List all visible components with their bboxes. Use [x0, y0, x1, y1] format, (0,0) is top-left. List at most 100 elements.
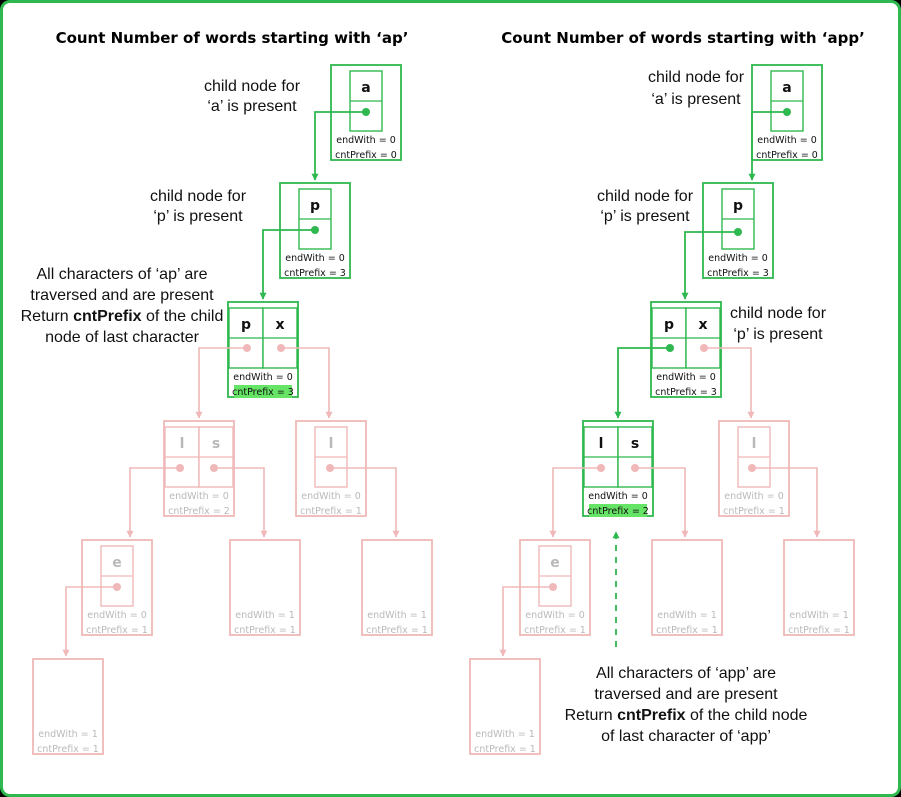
trie-node-box [32, 658, 104, 755]
pointer-dot [700, 344, 708, 352]
end-with-label: endWith = 0 [285, 253, 345, 264]
annotation-line: ‘a’ is present [207, 98, 297, 115]
pointer-dot [243, 344, 251, 352]
end-with-label: endWith = 0 [757, 135, 817, 146]
annotation-line: Return cntPrefix of the child node [565, 707, 808, 724]
child-pointer-arrow [752, 467, 821, 538]
annotation-line: child node for [150, 188, 247, 205]
annotation-line: traversed and are present [30, 287, 214, 304]
child-char: x [698, 317, 707, 333]
child-pointer-arrow [635, 467, 689, 538]
annotation-line: ‘p’ is present [153, 208, 243, 225]
right-annotation-0: child node for ‘a’ is present [648, 69, 745, 108]
child-pointer-arrow [214, 467, 268, 538]
end-with-label: endWith = 0 [301, 491, 361, 502]
cnt-prefix-label: cntPrefix = 1 [37, 744, 99, 755]
annotation-line: node of last character [45, 329, 200, 346]
pointer-dot [326, 464, 334, 472]
left-annotation-1: child node for ‘p’ is present [150, 188, 247, 225]
diagram-title: Count Number of words starting with ‘app… [501, 29, 865, 47]
cnt-prefix-label: cntPrefix = 1 [788, 625, 850, 636]
cnt-prefix-label: cntPrefix = 3 [284, 268, 346, 279]
child-char: p [664, 317, 674, 333]
pointer-dot [210, 464, 218, 472]
child-char: x [275, 317, 284, 333]
annotation-line: child node for [597, 188, 694, 205]
trie-node-box [469, 658, 541, 755]
pointer-dot [277, 344, 285, 352]
end-with-label: endWith = 0 [525, 610, 585, 621]
child-char: l [180, 436, 185, 452]
child-pointer-arrow [281, 347, 333, 419]
child-char: p [733, 198, 743, 214]
child-char: s [212, 436, 220, 452]
child-pointer-arrow [614, 347, 670, 419]
trie-node-box [361, 539, 433, 636]
annotation-line: child node for [204, 78, 301, 95]
annotation-line: child node for [648, 69, 745, 86]
annotation-line: ‘a’ is present [651, 91, 741, 108]
end-with-label: endWith = 1 [367, 610, 427, 621]
cnt-prefix-label: cntPrefix = 1 [474, 744, 536, 755]
right-annotation-2: child node for‘p’ is present [730, 305, 827, 343]
child-char: s [631, 436, 639, 452]
pointer-dot [176, 464, 184, 472]
diagram-title: Count Number of words starting with ‘ap’ [56, 29, 409, 47]
cnt-prefix-label: cntPrefix = 3 [707, 268, 769, 279]
child-pointer-arrow [499, 586, 553, 657]
end-with-label: endWith = 0 [656, 372, 716, 383]
end-with-label: endWith = 1 [789, 610, 849, 621]
pointer-dot [549, 583, 557, 591]
pointer-dot [597, 464, 605, 472]
annotation-line: ‘p’ is present [733, 326, 823, 343]
child-pointer-arrow [549, 467, 601, 538]
pointer-dot [748, 464, 756, 472]
child-char: p [310, 198, 320, 214]
pointer-dot [783, 108, 791, 116]
child-char: a [782, 80, 791, 96]
end-with-label: endWith = 1 [657, 610, 717, 621]
end-with-label: endWith = 0 [87, 610, 147, 621]
right-trie-node-2: p x endWith = 0 cntPrefix = 3 [650, 301, 722, 398]
annotation-line: of last character of ‘app’ [601, 728, 771, 745]
end-with-label: endWith = 0 [708, 253, 768, 264]
cnt-prefix-label: cntPrefix = 1 [86, 625, 148, 636]
annotation-line: All characters of ‘ap’ are [36, 266, 207, 283]
child-char: e [112, 555, 122, 571]
highlight-marker [234, 385, 292, 398]
pointer-dot [631, 464, 639, 472]
left-trie-node-7: endWith = 1 cntPrefix = 1 [361, 539, 433, 636]
cnt-prefix-label: cntPrefix = 1 [366, 625, 428, 636]
child-char: l [752, 436, 757, 452]
left-trie-node-8: endWith = 1 cntPrefix = 1 [32, 658, 104, 755]
child-pointer-arrow [748, 111, 787, 181]
pointer-dot [666, 344, 674, 352]
cnt-prefix-label: cntPrefix = 0 [335, 150, 397, 161]
cnt-prefix-label: cntPrefix = 3 [655, 387, 717, 398]
end-with-label: endWith = 1 [38, 729, 98, 740]
cnt-prefix-label: cntPrefix = 1 [234, 625, 296, 636]
cnt-prefix-label: cntPrefix = 1 [656, 625, 718, 636]
child-char: l [599, 436, 604, 452]
end-with-label: endWith = 0 [233, 372, 293, 383]
annotation-line: Return cntPrefix of the child [21, 308, 224, 325]
child-pointer-arrow [195, 347, 247, 419]
child-char: p [241, 317, 251, 333]
left-annotation-0: child node for ‘a’ is present [204, 78, 301, 115]
end-with-label: endWith = 1 [235, 610, 295, 621]
annotation-line: ‘p’ is present [600, 208, 690, 225]
pointer-dot [734, 228, 742, 236]
pointer-dot [362, 108, 370, 116]
trie-prefix-count-diagram: Count Number of words starting with ‘ap’… [21, 29, 865, 755]
end-with-label: endWith = 0 [336, 135, 396, 146]
child-char: l [329, 436, 334, 452]
child-pointer-arrow [704, 347, 755, 419]
